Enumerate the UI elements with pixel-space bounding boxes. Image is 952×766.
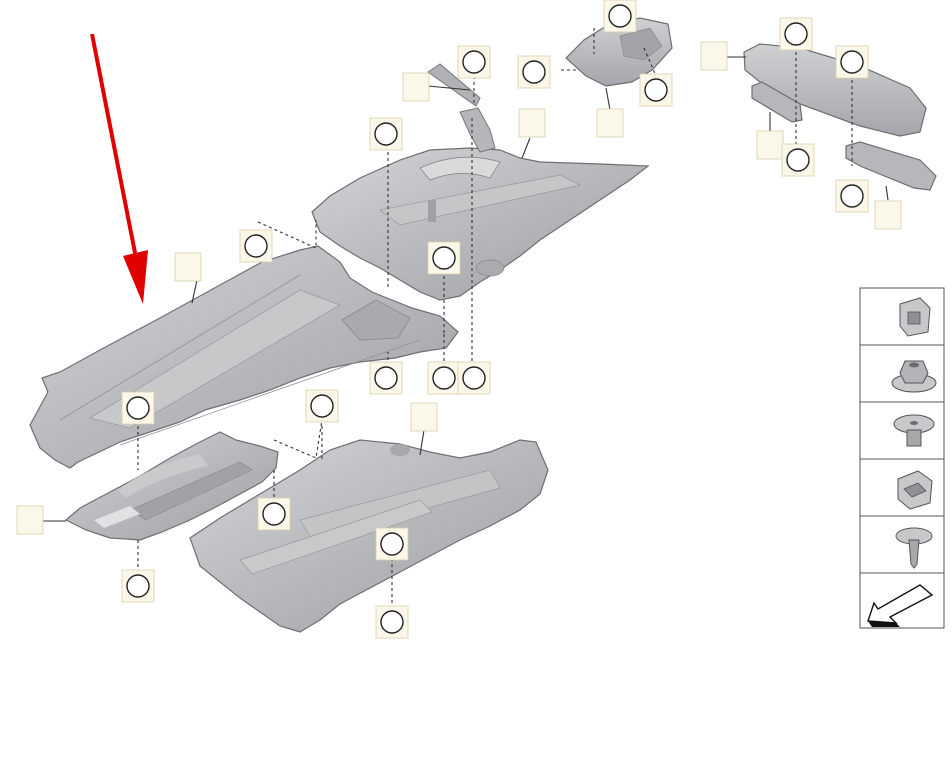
callout-1 xyxy=(174,252,202,282)
install-direction-arrow-icon xyxy=(867,584,934,627)
callout-10a xyxy=(517,55,551,89)
clip-nut-icon xyxy=(899,297,931,337)
callout-10d xyxy=(369,361,403,395)
callout-7 xyxy=(16,505,44,535)
spring-nut-icon xyxy=(897,470,933,510)
callout-12a xyxy=(369,117,403,151)
callout-5 xyxy=(756,130,784,160)
callout-6 xyxy=(518,108,546,138)
part-4-small-bar xyxy=(845,141,937,191)
part-1-underbody-panel xyxy=(29,245,459,469)
part-6-center-panel xyxy=(311,147,650,301)
part-9-bracket xyxy=(427,63,496,153)
callout-10c xyxy=(835,179,869,213)
callout-9 xyxy=(402,72,430,102)
push-rivet-icon xyxy=(895,527,933,569)
callout-labels xyxy=(16,0,902,639)
fastener-legend xyxy=(859,287,945,629)
callout-14a xyxy=(457,45,491,79)
callout-12b xyxy=(121,391,155,425)
part-7-front-panel xyxy=(64,431,279,541)
hex-collar-nut-icon xyxy=(891,360,937,393)
callout-10g xyxy=(257,497,291,531)
callout-8 xyxy=(700,41,728,71)
legend-row-14 xyxy=(860,297,944,346)
leader-lines xyxy=(40,56,889,522)
legend-row-12 xyxy=(860,414,944,460)
callout-10i xyxy=(375,605,409,639)
callout-11d xyxy=(427,241,461,275)
callout-11e xyxy=(305,389,339,423)
part-2-lower-panel xyxy=(189,439,549,633)
red-pointer-arrow-icon xyxy=(90,33,148,304)
legend-row-10 xyxy=(860,527,944,574)
callout-11c xyxy=(835,45,869,79)
callout-4 xyxy=(874,200,902,230)
callout-12c xyxy=(375,527,409,561)
callout-13a xyxy=(639,73,673,107)
callout-11a xyxy=(603,0,637,33)
callout-11b xyxy=(779,17,813,51)
callout-10e xyxy=(427,361,461,395)
legend-row-11 xyxy=(860,470,944,517)
part-5-small-bracket xyxy=(751,81,803,123)
callout-2 xyxy=(410,402,438,432)
callout-10h xyxy=(121,569,155,603)
legend-row-13 xyxy=(860,360,944,403)
expanding-rivet-icon xyxy=(893,414,935,447)
callout-10b xyxy=(781,143,815,177)
callout-10f xyxy=(457,361,491,395)
fastener-dashed-lines xyxy=(137,28,853,610)
part-3-bracket xyxy=(565,17,673,87)
callout-13b xyxy=(239,229,273,263)
callout-3 xyxy=(596,108,624,138)
